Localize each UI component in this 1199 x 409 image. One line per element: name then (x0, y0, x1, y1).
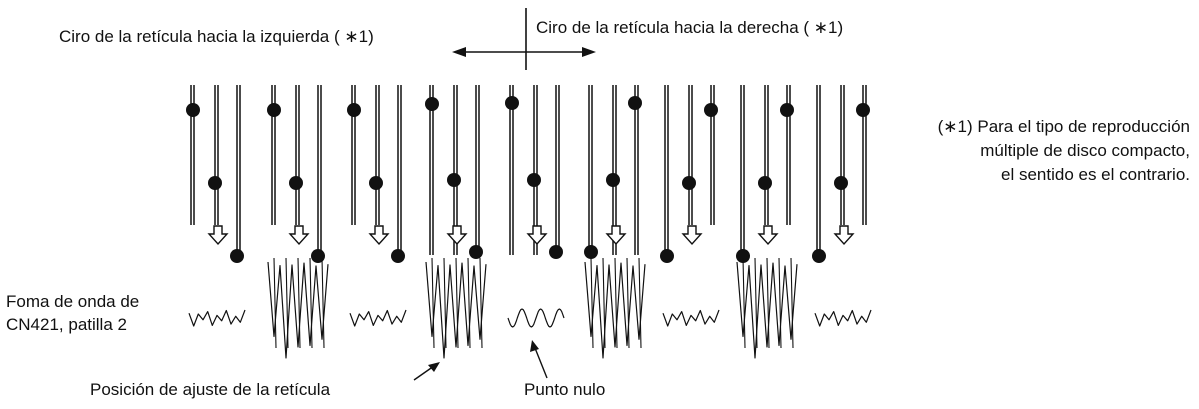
waveform-small (188, 309, 246, 327)
reticle-column-right-2 (660, 85, 720, 327)
reticle-column-adjust (425, 85, 487, 359)
waveform-large (425, 261, 487, 359)
reticle-column-left-2 (267, 85, 329, 359)
arrow-head-right (582, 47, 596, 57)
waveform-envelope-line (467, 257, 471, 349)
laser-spot (186, 103, 200, 117)
direction-indicator (462, 8, 586, 70)
waveform-envelope-line (778, 257, 782, 349)
reticle-columns (186, 85, 872, 359)
waveform-envelope-line (742, 257, 746, 349)
down-arrow-icon (368, 225, 390, 246)
laser-spot (369, 176, 383, 190)
down-arrow-icon (207, 225, 229, 246)
waveform-envelope-line (754, 257, 758, 349)
reticle-column-right-3 (736, 85, 798, 359)
down-arrow-icon (446, 225, 468, 246)
reticle-column-right-1 (584, 85, 646, 359)
laser-spot (834, 176, 848, 190)
label-adjust-position: Posición de ajuste de la retícula (90, 380, 331, 399)
waveform-envelope-line (309, 257, 313, 349)
waveform-sine (507, 308, 565, 328)
waveform-small (349, 309, 407, 327)
laser-spot (527, 173, 541, 187)
reticle-column-left-3 (186, 85, 246, 327)
waveform-envelope-line (297, 257, 301, 349)
waveform-large (267, 261, 329, 359)
waveform-large (584, 261, 646, 359)
laser-spot (505, 96, 519, 110)
label-rotate-right: Ciro de la retícula hacia la derecha ( ∗… (536, 18, 843, 37)
arrow-head-left (452, 47, 466, 57)
laser-spot (469, 245, 483, 259)
down-arrow-icon (288, 225, 310, 246)
label-rotate-left: Ciro de la retícula hacia la izquierda (… (59, 27, 374, 46)
waveform-large (736, 261, 798, 359)
waveform-envelope-line (273, 257, 277, 349)
waveform-envelope-line (590, 257, 594, 349)
laser-spot (208, 176, 222, 190)
laser-spot (584, 245, 598, 259)
waveform-small (662, 309, 720, 327)
waveform-envelope-line (790, 257, 794, 349)
waveform-envelope-line (455, 257, 459, 349)
reticle-column-null (505, 85, 565, 328)
waveform-envelope-line (766, 257, 770, 349)
laser-spot (758, 176, 772, 190)
laser-spot (230, 249, 244, 263)
laser-spot (267, 103, 281, 117)
down-arrow-icon (681, 225, 703, 246)
laser-spot (660, 249, 674, 263)
laser-spot (606, 173, 620, 187)
laser-spot (628, 96, 642, 110)
down-arrow-icon (757, 225, 779, 246)
adjust-pointer (413, 365, 435, 381)
laser-spot (447, 173, 461, 187)
reticle-column-left-1 (347, 85, 407, 327)
laser-spot (736, 249, 750, 263)
waveform-envelope-line (479, 257, 483, 349)
null-pointer (534, 347, 548, 379)
laser-spot (549, 245, 563, 259)
laser-spot (856, 103, 870, 117)
waveform-envelope-line (602, 257, 606, 349)
down-arrow-icon (605, 225, 627, 246)
adjust-pointer-head (428, 362, 440, 372)
waveform-envelope-line (321, 257, 325, 349)
waveform-envelope-line (443, 257, 447, 349)
waveform-small (814, 309, 872, 327)
down-arrow-icon (526, 225, 548, 246)
laser-spot (311, 249, 325, 263)
waveform-envelope-line (638, 257, 642, 349)
reticle-column-right-4 (812, 85, 872, 327)
laser-spot (704, 103, 718, 117)
waveform-label-line-1: Foma de onda de (6, 292, 139, 311)
note-line-1: (∗1) Para el tipo de reproducción (938, 117, 1190, 136)
null-pointer-head (530, 340, 539, 352)
laser-spot (347, 103, 361, 117)
waveform-envelope-line (285, 257, 289, 349)
laser-spot (425, 97, 439, 111)
laser-spot (682, 176, 696, 190)
note-line-2: múltiple de disco compacto, (980, 141, 1190, 160)
note-line-3: el sentido es el contrario. (1001, 165, 1190, 184)
waveform-label-line-2: CN421, patilla 2 (6, 315, 127, 334)
waveform-envelope-line (626, 257, 630, 349)
laser-spot (812, 249, 826, 263)
waveform-envelope-line (431, 257, 435, 349)
down-arrow-icon (833, 225, 855, 246)
laser-spot (391, 249, 405, 263)
waveform-envelope-line (614, 257, 618, 349)
laser-spot (780, 103, 794, 117)
laser-spot (289, 176, 303, 190)
label-null-point: Punto nulo (524, 380, 605, 399)
